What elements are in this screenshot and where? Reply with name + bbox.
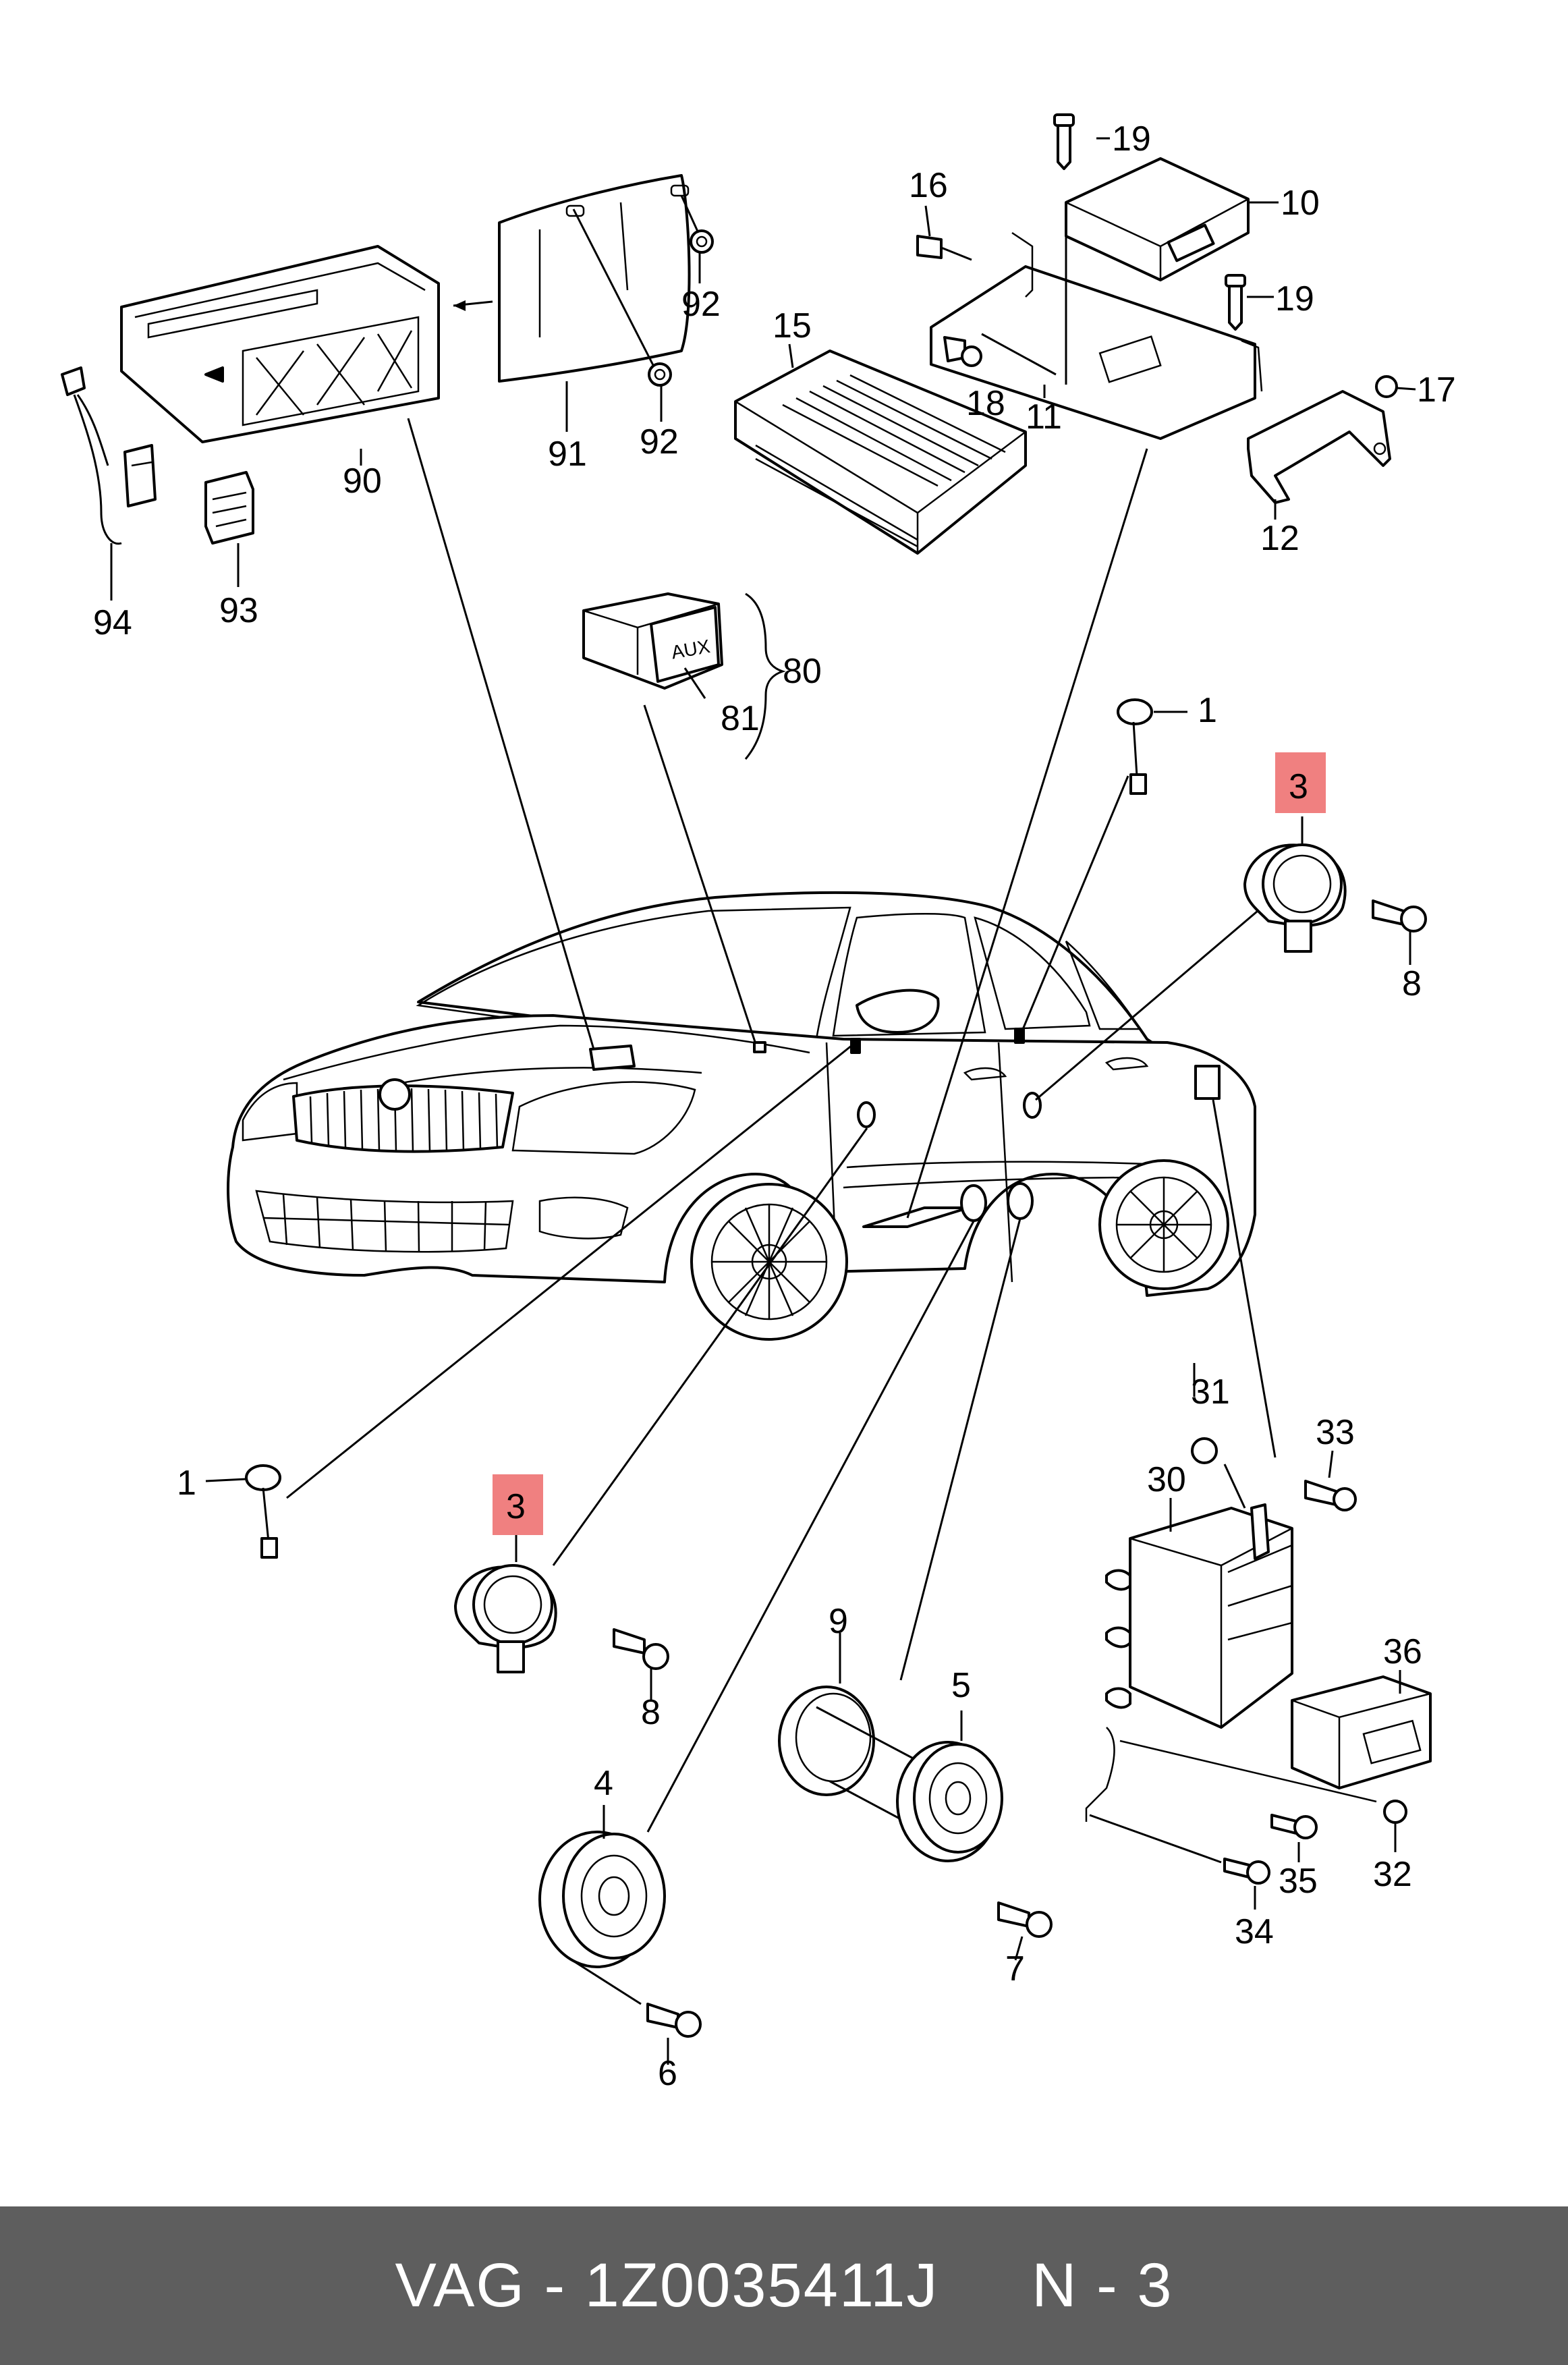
parts-diagram: AUX: [61, 113, 1456, 2093]
part-93-94-connectors: [61, 366, 254, 545]
part-3-highlight-top: [1275, 752, 1326, 813]
part-10-module: [1065, 157, 1250, 281]
part-3-highlight-bottom: [493, 1474, 543, 1535]
label-1-top: 1: [1198, 691, 1217, 730]
label-3-bottom: 3: [506, 1487, 526, 1526]
callout-labels: 1 1 3 3 4 5 6 7 8 8 9 10 11 12 15 16 17 …: [93, 119, 1456, 2093]
part-1-tweeter-top: [1117, 698, 1187, 795]
label-9: 9: [829, 1602, 848, 1641]
label-16: 16: [909, 166, 948, 205]
label-36: 36: [1383, 1632, 1422, 1671]
leader-lines: [286, 418, 1277, 1833]
part-91-bracket: [498, 174, 691, 383]
label-stubs: [110, 137, 1416, 1910]
part-30-36-bracket: [1085, 1363, 1432, 1885]
footer-part-number: VAG - 1Z0035411J N - 3: [395, 2251, 1173, 2320]
label-34: 34: [1235, 1912, 1274, 1951]
fasteners-top: [916, 113, 1398, 398]
label-91: 91: [548, 435, 587, 474]
label-31: 31: [1191, 1372, 1230, 1412]
part-90-control-unit: [120, 245, 493, 443]
part-15-housing: [734, 350, 1027, 555]
label-11: 11: [1026, 397, 1062, 437]
label-17: 17: [1417, 370, 1456, 410]
label-3-top: 3: [1289, 767, 1308, 806]
label-15: 15: [773, 306, 812, 345]
label-19-top: 19: [1112, 119, 1151, 159]
label-35: 35: [1279, 1862, 1318, 1901]
label-93: 93: [219, 591, 258, 630]
part-11-mount-plate: [930, 202, 1263, 440]
label-92-top: 92: [681, 285, 721, 324]
label-33: 33: [1316, 1413, 1355, 1452]
part-3-speaker-left: [454, 1528, 669, 1700]
part-5-9-speaker: [778, 1633, 1053, 1961]
part-12-bracket: [1247, 390, 1391, 504]
label-30: 30: [1147, 1460, 1186, 1499]
part-4-speaker: [538, 1805, 702, 2065]
label-12: 12: [1260, 519, 1299, 558]
label-10: 10: [1281, 184, 1320, 223]
label-4: 4: [594, 1764, 613, 1803]
label-92-bottom: 92: [640, 422, 679, 462]
label-6: 6: [658, 2054, 677, 2093]
label-80: 80: [783, 652, 822, 691]
part-80-aux-module: AUX: [582, 592, 786, 760]
label-8-bottom: 8: [641, 1693, 661, 1732]
label-32: 32: [1373, 1855, 1412, 1894]
part-1-tweeter-bottom: [205, 1464, 281, 1559]
label-7: 7: [1005, 1949, 1025, 1988]
part-92-nuts: [648, 195, 714, 387]
car-illustration: [227, 891, 1256, 1341]
label-19-mid: 19: [1275, 279, 1314, 318]
label-8-top: 8: [1402, 964, 1422, 1003]
label-1-bottom: 1: [177, 1464, 196, 1503]
part-3-speaker-right: [1243, 816, 1427, 965]
label-81: 81: [721, 699, 760, 738]
label-18: 18: [966, 384, 1005, 423]
label-94: 94: [93, 603, 132, 642]
footer-bar: VAG - 1Z0035411J N - 3: [0, 2206, 1568, 2365]
label-90: 90: [343, 462, 382, 501]
label-5: 5: [951, 1666, 971, 1705]
